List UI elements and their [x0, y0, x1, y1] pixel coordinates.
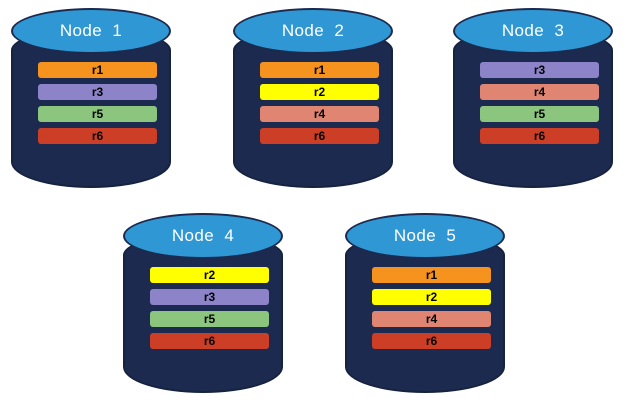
- replica-list: r1 r3 r5 r6: [38, 62, 157, 144]
- node-cylinder-top: [11, 8, 171, 54]
- replica-bar[interactable]: r3: [480, 62, 599, 78]
- replica-bar[interactable]: r2: [260, 84, 379, 100]
- replica-bar[interactable]: r5: [150, 311, 269, 327]
- replica-list: r1 r2 r4 r6: [372, 267, 491, 349]
- node-cylinder-top: [233, 8, 393, 54]
- replica-bar[interactable]: r1: [372, 267, 491, 283]
- replica-bar[interactable]: r6: [260, 128, 379, 144]
- replica-bar[interactable]: r6: [372, 333, 491, 349]
- replica-bar[interactable]: r3: [38, 84, 157, 100]
- replica-bar[interactable]: r5: [38, 106, 157, 122]
- replica-bar[interactable]: r4: [260, 106, 379, 122]
- replica-bar[interactable]: r4: [372, 311, 491, 327]
- replica-list: r1 r2 r4 r6: [260, 62, 379, 144]
- replica-list: r2 r3 r5 r6: [150, 267, 269, 349]
- replica-bar[interactable]: r6: [150, 333, 269, 349]
- replica-bar[interactable]: r1: [38, 62, 157, 78]
- replica-bar[interactable]: r6: [38, 128, 157, 144]
- replica-bar[interactable]: r4: [480, 84, 599, 100]
- replica-bar[interactable]: r5: [480, 106, 599, 122]
- node-cylinder-top: [345, 213, 505, 259]
- replica-bar[interactable]: r3: [150, 289, 269, 305]
- node-cylinder-top: [453, 8, 613, 54]
- replica-bar[interactable]: r2: [372, 289, 491, 305]
- replica-bar[interactable]: r2: [150, 267, 269, 283]
- replica-list: r3 r4 r5 r6: [480, 62, 599, 144]
- replica-bar[interactable]: r1: [260, 62, 379, 78]
- replica-bar[interactable]: r6: [480, 128, 599, 144]
- node-cylinder-top: [123, 213, 283, 259]
